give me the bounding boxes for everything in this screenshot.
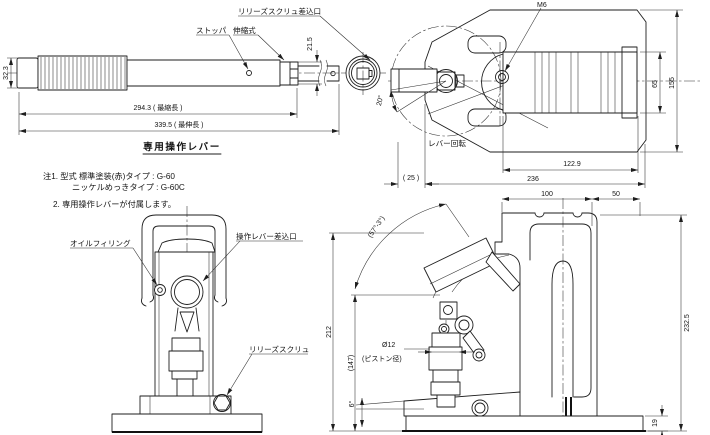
ram-flange	[621, 46, 638, 119]
side-piston-stack	[428, 332, 463, 408]
front-labels: オイルフィリング 操作レバー差込口 リリーズスクリュ	[70, 231, 309, 396]
note-1b: ニッケルめっきタイプ : G-60C	[72, 183, 185, 192]
ram-slot-arch	[551, 260, 574, 398]
dim-top-right: 50	[612, 191, 620, 198]
lever-collar-notch	[289, 61, 299, 86]
dim-tip: 21.5	[307, 37, 314, 51]
piston-dia-label: Ø12	[382, 342, 395, 349]
notes: 注1. 型式 標準塗装(赤)タイプ : G-60 ニッケルめっきタイプ : G-…	[43, 171, 185, 209]
handle-frame-hooks	[141, 294, 227, 307]
m6-label: M6	[537, 2, 547, 9]
front-view: オイルフィリング 操作レバー差込口 リリーズスクリュ	[70, 206, 309, 433]
ram-top	[502, 51, 638, 114]
lever-view-title: 専用操作レバー	[143, 141, 221, 153]
rod-hole	[330, 70, 336, 77]
lever-grip	[37, 55, 128, 91]
lever-socket-hole	[170, 275, 204, 309]
handle-bar-top	[467, 35, 507, 54]
top-view: M6 20° レバー回転 65 155 122.9 236 ( 25 )	[375, 2, 702, 188]
slot-gap-lines	[565, 397, 572, 416]
side-socket-mechanism	[438, 301, 486, 362]
lever-end-view	[345, 52, 381, 95]
piston-note-label: (ピストン径)	[362, 354, 402, 363]
dim-total-height: 232.5	[684, 314, 691, 332]
m6-hole	[495, 70, 509, 84]
release-screw-port-label: リリーズスクリュ差込口	[238, 6, 321, 16]
toe-claw	[403, 391, 521, 417]
dim-grip-dia: 32.3	[3, 66, 10, 80]
ram-rib-lines	[534, 52, 616, 113]
dim-top-left: 100	[541, 191, 553, 198]
rotation-angle-label: 20°	[375, 94, 385, 106]
side-view-dimensions: 100 50 232.5 212 (147) Ø12 (ピストン径) 6°	[326, 191, 691, 435]
front-piston-stack	[168, 307, 204, 397]
lever-end-cap	[16, 57, 39, 89]
oil-filling-label: オイルフィリング	[70, 238, 131, 248]
lever-rotation-label: レバー回転	[428, 139, 466, 148]
top-edge-notches	[534, 212, 583, 218]
toe-angle-label: 6°	[348, 400, 356, 407]
dim-body-width: 155	[669, 77, 676, 89]
dim-base-height: 19	[652, 419, 659, 427]
swing-angle-label: (57°-3°)	[366, 215, 386, 239]
side-base-plate	[405, 415, 644, 432]
stopper-label: ストッパ	[196, 26, 227, 35]
dim-lever-offset: ( 25 )	[403, 175, 419, 182]
side-body-top-right	[501, 212, 598, 417]
handle-bar-bottom	[467, 108, 507, 127]
dim-ram-width: 65	[652, 80, 659, 88]
stopper-pin	[246, 70, 252, 76]
side-view: (57°-3°) 100 50 232.5 212 (147) Ø12 (ピスト…	[326, 191, 691, 435]
lever-rod	[297, 65, 340, 82]
lever-shaft	[126, 59, 281, 87]
dim-socket-height: (147)	[348, 355, 355, 371]
lever-labels: ストッパ 伸縮式 リリーズスクリュ差込口	[196, 6, 371, 70]
dim-lever-height: 212	[326, 326, 333, 338]
lever-stub	[390, 68, 438, 93]
dim-ram-length: 122.9	[563, 161, 581, 168]
lever-collar	[279, 61, 299, 86]
handle-frame-outer	[141, 214, 227, 299]
top-view-body-outline	[424, 9, 647, 153]
release-screw-label: リリーズスクリュ	[249, 344, 309, 354]
top-view-dimensions: 65 155 122.9 236 ( 25 )	[384, 9, 683, 188]
lever-port-label: 操作レバー差込口	[236, 231, 297, 241]
front-bottom-plate	[111, 413, 263, 433]
handle-frame-inner	[152, 225, 216, 296]
note-2: 2. 専用操作レバーが付属します。	[53, 199, 176, 209]
side-lever	[423, 237, 521, 293]
dim-body-length: 236	[527, 176, 539, 183]
telescopic-label: 伸縮式	[233, 25, 256, 35]
release-screw-front	[213, 394, 231, 412]
release-screw-side	[471, 399, 489, 417]
lever-view: 32.3 21.5 294.3 ( 最縮長 ) 339.5 ( 最伸長 ) スト…	[3, 6, 386, 155]
dim-extended: 339.5 ( 最伸長 )	[154, 120, 203, 129]
saddle-cap	[157, 238, 216, 253]
lever-dimensions: 32.3 21.5 294.3 ( 最縮長 ) 339.5 ( 最伸長 )	[3, 37, 340, 135]
dim-retracted: 294.3 ( 最縮長 )	[133, 103, 182, 112]
side-body-inner-line	[529, 223, 592, 398]
note-1: 注1. 型式 標準塗装(赤)タイプ : G-60	[43, 171, 175, 181]
saddle-nose-arc	[481, 53, 504, 111]
oil-filling-plug	[154, 284, 166, 296]
rotation-angle: 20°	[375, 80, 447, 113]
side-body-left-edge	[494, 212, 521, 393]
lever-grip-ribs	[40, 57, 126, 89]
break-lines	[318, 59, 328, 87]
